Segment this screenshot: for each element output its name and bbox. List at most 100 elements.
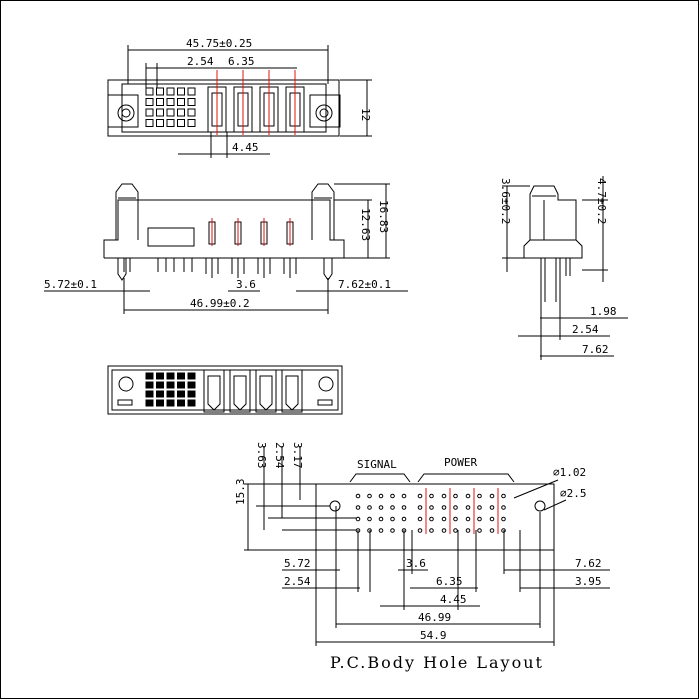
bottom-power-inner [259, 375, 273, 411]
power-hole [477, 505, 482, 510]
signal-hole [378, 516, 384, 522]
side-view: 3.6±0.2 4.7±0.2 1.98 2.54 7.62 [499, 176, 628, 360]
power-hole [429, 493, 434, 499]
power-hole [489, 493, 495, 499]
signal-contact-cell [177, 119, 185, 127]
power-hole [441, 493, 447, 499]
dim-hole-big: ⌀2.5 [560, 487, 587, 500]
power-hole [465, 516, 471, 522]
power-hole [453, 505, 458, 510]
dim-layout-549: 54.9 [420, 629, 447, 642]
dim-layout-153: 15.3 [234, 479, 247, 506]
power-hole [417, 493, 423, 499]
bottom-signal-cell [187, 399, 196, 407]
power-hole [501, 505, 506, 510]
dim-side-c: 7.62 [582, 343, 609, 356]
dim-side-left: 3.6±0.2 [499, 178, 512, 224]
power-hole [489, 528, 495, 533]
signal-hole [355, 516, 361, 522]
dim-layout-635: 6.35 [436, 575, 463, 588]
signal-contact-cell [166, 98, 175, 106]
signal-hole [367, 493, 372, 499]
top-signal-grid [145, 87, 196, 127]
signal-hole [390, 528, 395, 533]
signal-hole [401, 493, 407, 499]
bottom-signal-cell [187, 390, 196, 398]
front-left-post [115, 183, 139, 240]
front-pins [117, 258, 333, 281]
dim-front-h1: 12.63 [359, 208, 372, 241]
top-view: 45.75±0.25 2.54 6.35 12 4.45 [107, 37, 372, 158]
bottom-body-inner [111, 369, 339, 411]
bottom-power-inner [285, 375, 299, 411]
power-hole [477, 516, 482, 522]
signal-hole [378, 528, 384, 533]
signal-contact-cell [187, 98, 196, 106]
dim-layout-254b: 2.54 [284, 575, 311, 588]
bottom-signal-grid [145, 372, 196, 407]
layout-left-mount-hole [329, 500, 341, 512]
bottom-right-post [318, 376, 334, 392]
bottom-signal-cell [177, 399, 185, 407]
signal-contact-cell [145, 98, 154, 106]
signal-hole [367, 516, 372, 522]
signal-contact-cell [187, 87, 196, 96]
dim-layout-395: 3.95 [575, 575, 602, 588]
power-hole [417, 516, 423, 522]
dim-layout-4699: 46.99 [418, 611, 451, 624]
power-hole [477, 493, 482, 499]
bottom-power-contacts [203, 369, 303, 413]
power-hole [489, 516, 495, 522]
top-right-mount-hole [315, 104, 333, 122]
signal-contact-cell [177, 108, 185, 117]
bracket-power [417, 473, 515, 483]
signal-hole [390, 516, 395, 522]
signal-contact-cell [145, 87, 154, 96]
power-hole [465, 505, 471, 510]
bottom-power-outline [229, 369, 251, 413]
signal-hole [390, 493, 395, 499]
bottom-body-outline [107, 365, 343, 415]
signal-contact-cell [187, 108, 196, 117]
signal-contact-cell [166, 108, 175, 117]
front-window [147, 227, 195, 247]
dim-top-bottom: 4.45 [232, 141, 259, 154]
hole-layout: 3.63 2.54 3.17 15.3 SIGNAL POWER ⌀1.02 ⌀… [234, 442, 610, 672]
top-left-mount-hole-inner [121, 108, 131, 118]
power-hole [441, 505, 447, 510]
signal-contact-cell [145, 108, 154, 117]
bottom-signal-cell [156, 372, 164, 380]
front-hold-down [323, 258, 333, 281]
bottom-signal-cell [145, 399, 154, 407]
signal-contact-cell [177, 98, 185, 106]
signal-contact-cell [166, 119, 175, 127]
power-hole [417, 528, 423, 533]
dim-front-h2: 16.83 [377, 200, 390, 233]
power-hole [477, 528, 482, 533]
front-power-contacts [208, 218, 294, 246]
front-view: 12.63 16.83 5.72±0.1 3.6 7.62±0.1 46.99±… [44, 183, 408, 314]
bottom-signal-cell [187, 381, 196, 389]
dim-front-total: 46.99±0.2 [190, 297, 250, 310]
dim-front-left: 5.72±0.1 [44, 278, 97, 291]
bracket-signal [349, 473, 411, 483]
dim-layout-317: 3.17 [291, 442, 304, 469]
dim-hole-small: ⌀1.02 [553, 466, 586, 479]
dim-side-right: 4.7±0.2 [595, 178, 608, 224]
bottom-signal-cell [156, 399, 164, 407]
signal-hole [367, 505, 372, 510]
signal-hole [355, 493, 361, 499]
signal-contact-cell [145, 119, 154, 127]
dim-layout-762: 7.62 [575, 557, 602, 570]
power-hole [453, 493, 458, 499]
power-hole [429, 505, 434, 510]
bottom-signal-cell [156, 390, 164, 398]
leader-hole-small [513, 479, 559, 499]
bottom-signal-cell [166, 372, 175, 380]
power-hole [465, 528, 471, 533]
signal-contact-cell [156, 108, 164, 117]
signal-contact-cell [166, 87, 175, 96]
top-right-flange [309, 94, 341, 128]
bottom-signal-cell [166, 390, 175, 398]
